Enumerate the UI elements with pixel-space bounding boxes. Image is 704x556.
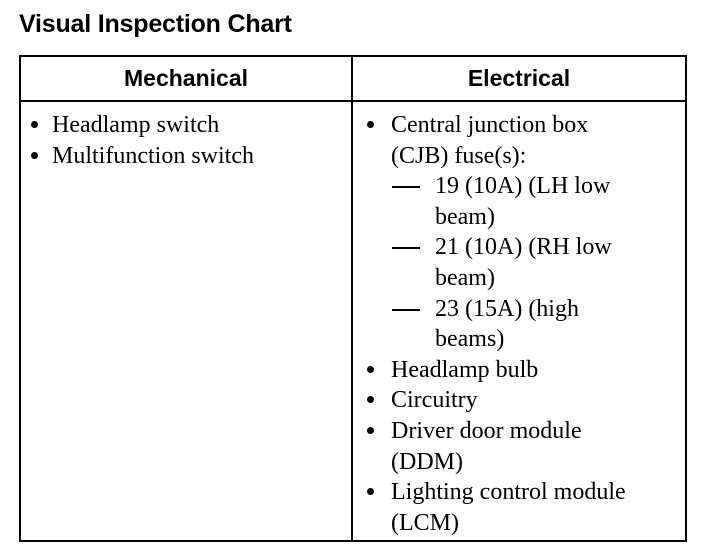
item-text: Lighting control module [391,479,626,506]
item-text-continued: (DDM) [391,448,463,475]
list-item: Driver door module (DDM) [353,416,685,477]
item-text-continued: (LCM) [391,509,459,536]
sub-item-text-continued: beam) [435,203,495,230]
item-text: Headlamp switch [52,112,220,138]
chart-title: Visual Inspection Chart [19,10,292,38]
sub-item-text-continued: beam) [435,264,495,291]
list-item: Headlamp switch [21,110,351,141]
visual-inspection-table: Mechanical Electrical Headlamp switch Mu… [19,55,687,542]
sub-item-text: 19 (10A) (LH low [435,173,611,200]
mechanical-cell: Headlamp switch Multifunction switch [19,100,353,542]
sub-list-item: 23 (15A) (high beams) [391,294,685,355]
item-text: Circuitry [391,387,478,414]
header-electrical: Electrical [351,55,687,102]
item-text: Driver door module [391,417,582,444]
list-item: Central junction box (CJB) fuse(s): 19 (… [353,110,685,355]
item-text: Central junction box [391,112,589,138]
sub-item-text: 21 (10A) (RH low [435,234,612,261]
fuse-list: 19 (10A) (LH low beam) 21 (10A) (RH low … [391,171,685,355]
list-item: Lighting control module (LCM) [353,477,685,538]
table-header-row: Mechanical Electrical [19,55,687,102]
list-item: Multifunction switch [21,141,351,172]
sub-item-text-continued: beams) [435,326,505,353]
sub-item-text: 23 (15A) (high [435,295,579,322]
header-mechanical: Mechanical [19,55,353,102]
item-text-continued: (CJB) fuse(s): [391,142,527,169]
item-text: Multifunction switch [52,142,254,169]
sub-list-item: 19 (10A) (LH low beam) [391,171,685,232]
electrical-list: Central junction box (CJB) fuse(s): 19 (… [353,110,685,538]
electrical-cell: Central junction box (CJB) fuse(s): 19 (… [351,100,687,542]
table-row: Headlamp switch Multifunction switch Cen… [19,100,687,542]
list-item: Headlamp bulb [353,355,685,386]
sub-list-item: 21 (10A) (RH low beam) [391,232,685,293]
list-item: Circuitry [353,385,685,416]
mechanical-list: Headlamp switch Multifunction switch [21,110,351,171]
item-text: Headlamp bulb [391,356,539,383]
